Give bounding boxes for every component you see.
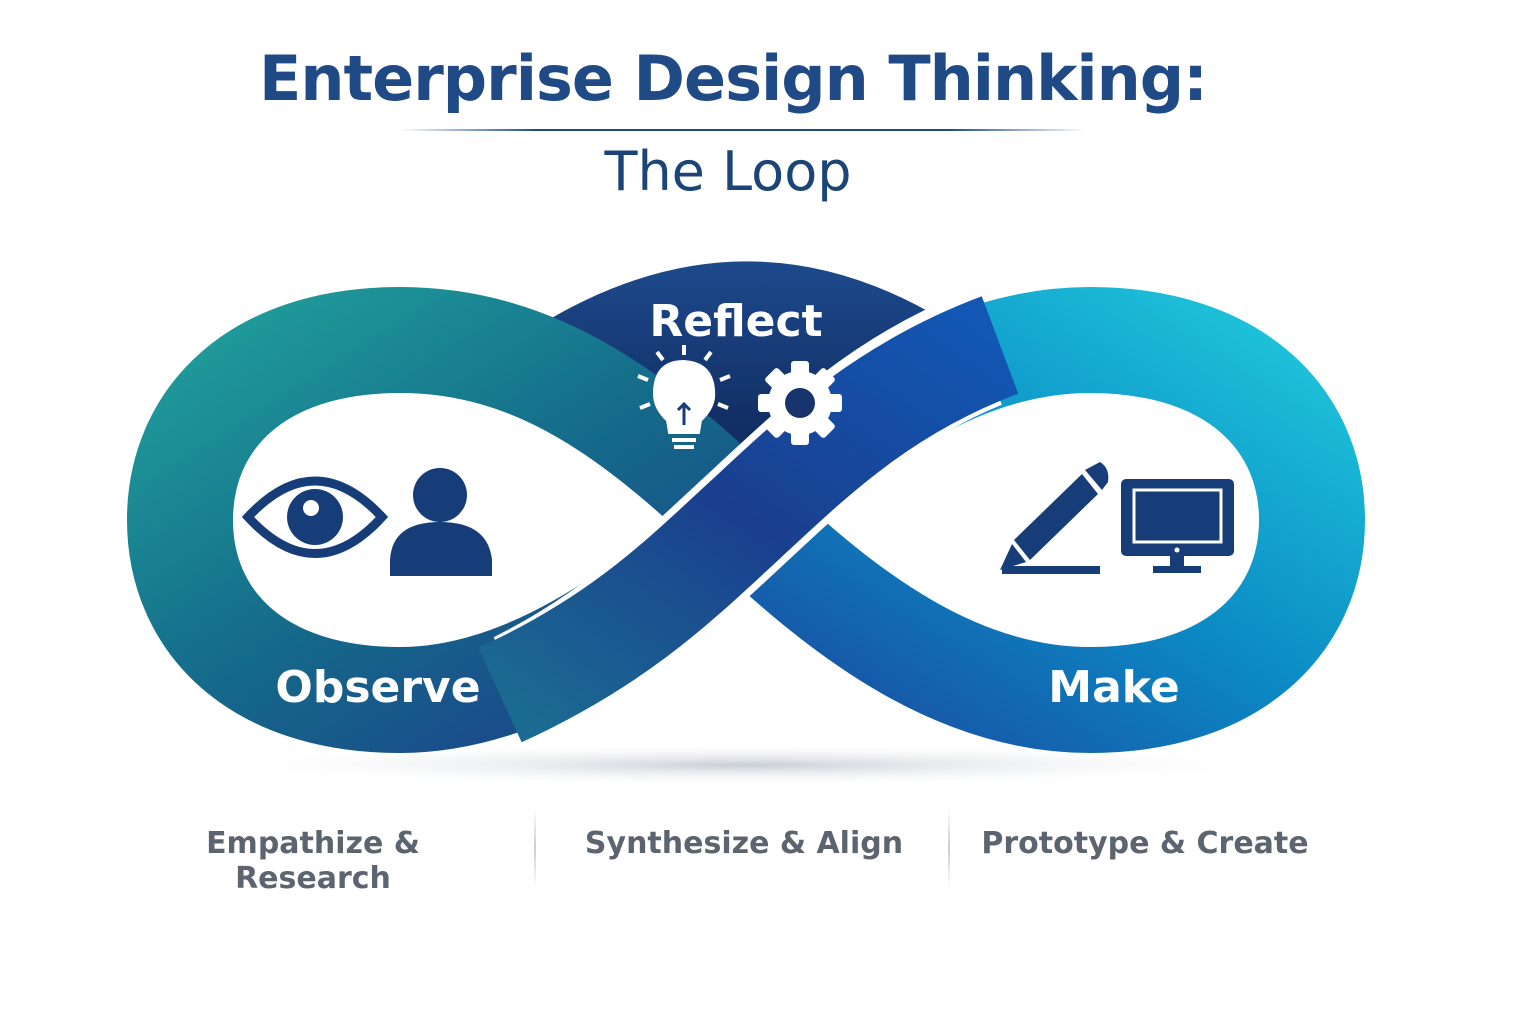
- person-icon: [390, 468, 492, 576]
- lightbulb-icon: [637, 345, 731, 449]
- stage-label-make: Make: [1048, 662, 1179, 713]
- loop-shadow: [185, 743, 1305, 787]
- gear-icon: [758, 361, 842, 445]
- monitor-icon: [1121, 479, 1234, 573]
- column-divider: [948, 808, 950, 888]
- reflect-segment: [535, 261, 952, 520]
- observe-description: Empathize & Research: [206, 826, 420, 896]
- stage-label-observe: Observe: [275, 662, 480, 713]
- eye-icon: [241, 476, 389, 558]
- reflect-description: Synthesize & Align: [584, 826, 904, 861]
- title-divider: [400, 129, 1085, 131]
- make-description: Prototype & Create: [981, 826, 1309, 861]
- page-subtitle: The Loop: [604, 140, 852, 203]
- column-divider: [534, 808, 536, 888]
- crossing-band-fill: [478, 296, 1019, 743]
- page-title: Enterprise Design Thinking:: [259, 42, 1208, 115]
- stage-label-reflect: Reflect: [649, 296, 822, 347]
- pencil-icon: [1000, 462, 1109, 574]
